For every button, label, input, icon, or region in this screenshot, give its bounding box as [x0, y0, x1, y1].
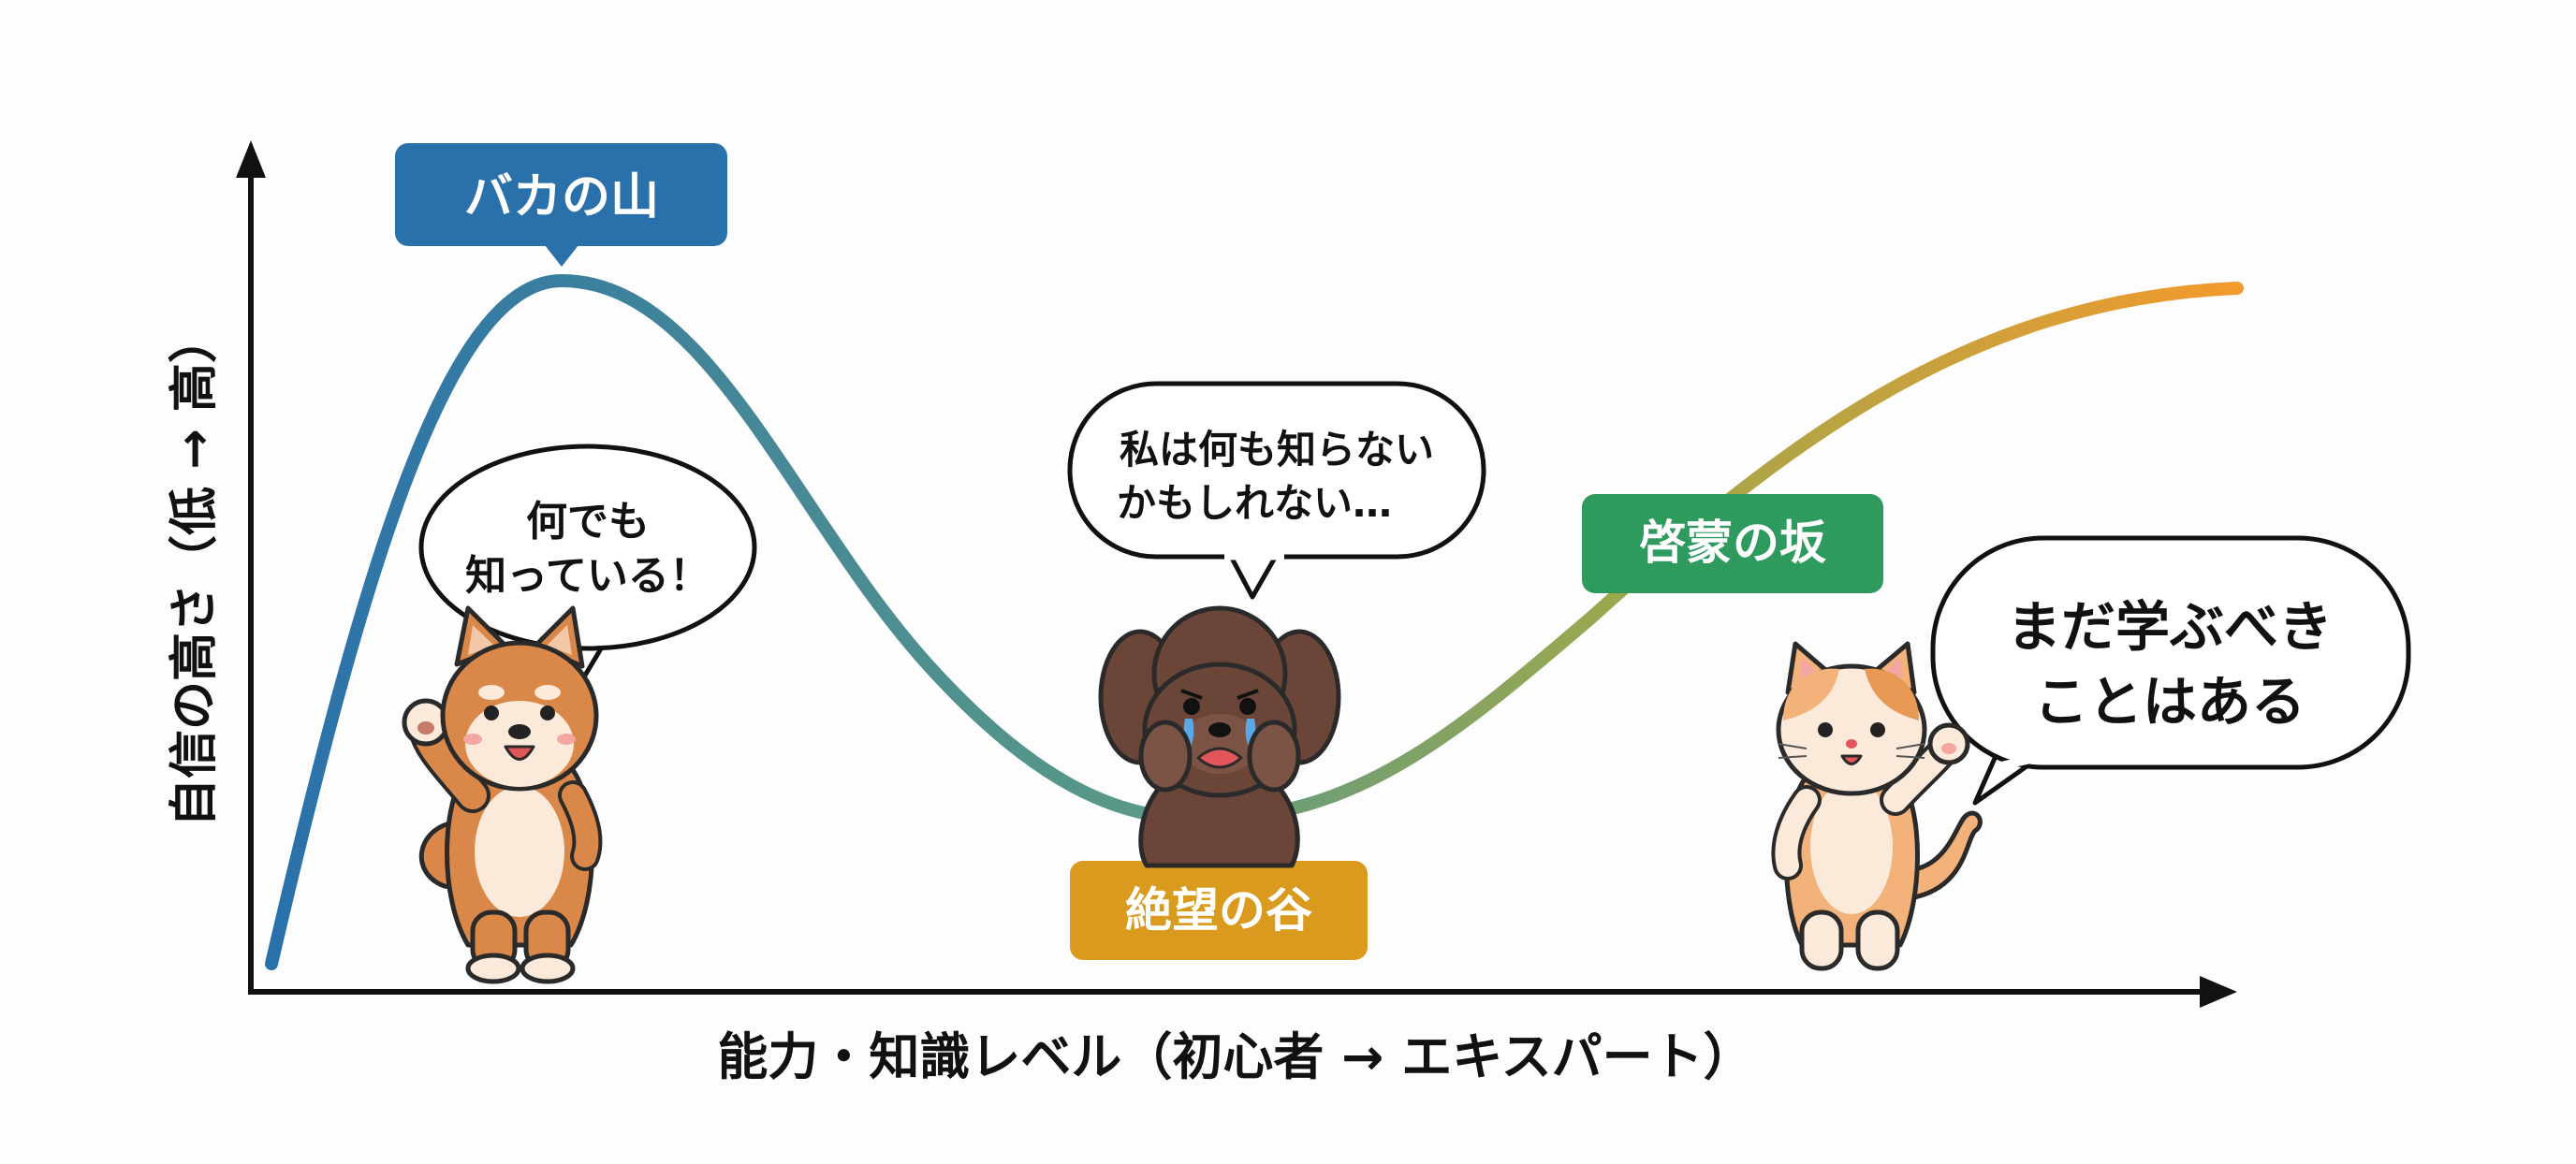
- poodle-speech-bubble: 私は何も知らない かもしれない…: [1067, 381, 1486, 600]
- valley-label-text: 絶望の谷: [1125, 883, 1312, 938]
- x-axis-arrow: [2200, 976, 2237, 1008]
- y-axis-arrow: [236, 140, 266, 178]
- axes: [236, 140, 2237, 1008]
- poodle-speech-line-1: 私は何も知らない: [1120, 427, 1434, 473]
- shiba-dog-illustration: [402, 605, 603, 984]
- cat-speech-bubble: まだ学ぶべき ことはある: [1930, 535, 2411, 806]
- dog-speech-line-2: 知っている！: [465, 552, 710, 600]
- slope-label-text: 啓蒙の坂: [1639, 516, 1826, 570]
- dog-speech-bubble: 何でも 知っている！: [418, 444, 757, 686]
- crying-poodle-illustration: [1098, 605, 1341, 868]
- slope-label: 啓蒙の坂: [1582, 494, 1883, 593]
- cat-speech-line-1: まだ学ぶべき: [2007, 595, 2333, 659]
- cat-speech-line-2: ことはある: [2034, 670, 2305, 734]
- peak-label-text: バカの山: [464, 169, 659, 226]
- y-axis-label: 自信の高さ（低 → 高）: [167, 314, 223, 827]
- peak-label: バカの山: [395, 143, 727, 267]
- calico-cat-illustration: [1771, 641, 1983, 971]
- poodle-speech-line-2: かもしれない…: [1117, 480, 1392, 526]
- valley-label: 絶望の谷: [1070, 840, 1368, 960]
- x-axis-label: 能力・知識レベル（初心者 → エキスパート）: [717, 1027, 1753, 1086]
- dog-speech-line-1: 何でも: [526, 498, 650, 546]
